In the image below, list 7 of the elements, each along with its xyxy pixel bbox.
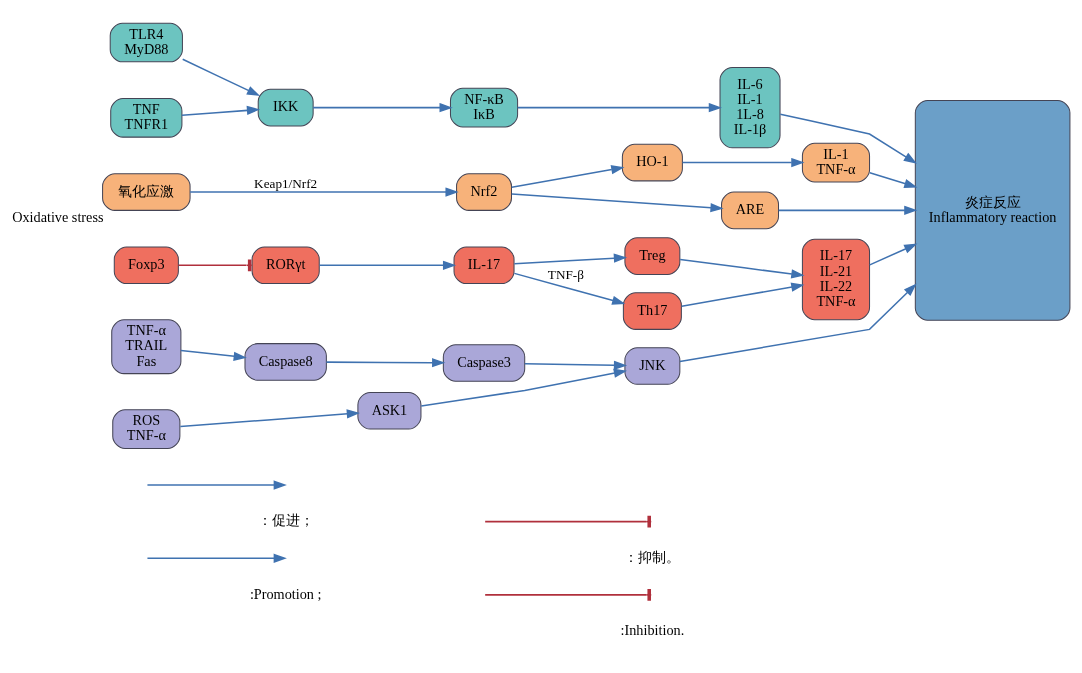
legend-label: ：抑制。	[623, 549, 680, 566]
legend-label: ：促进；	[257, 512, 314, 529]
edge-label: TNF-β	[547, 266, 584, 282]
edge-label: Keap1/Nrf2	[253, 176, 317, 192]
node-label: Oxidative stress	[11, 208, 103, 225]
legend-label: :Promotion ;	[249, 585, 321, 602]
legend-label: :Inhibition.	[620, 622, 684, 639]
